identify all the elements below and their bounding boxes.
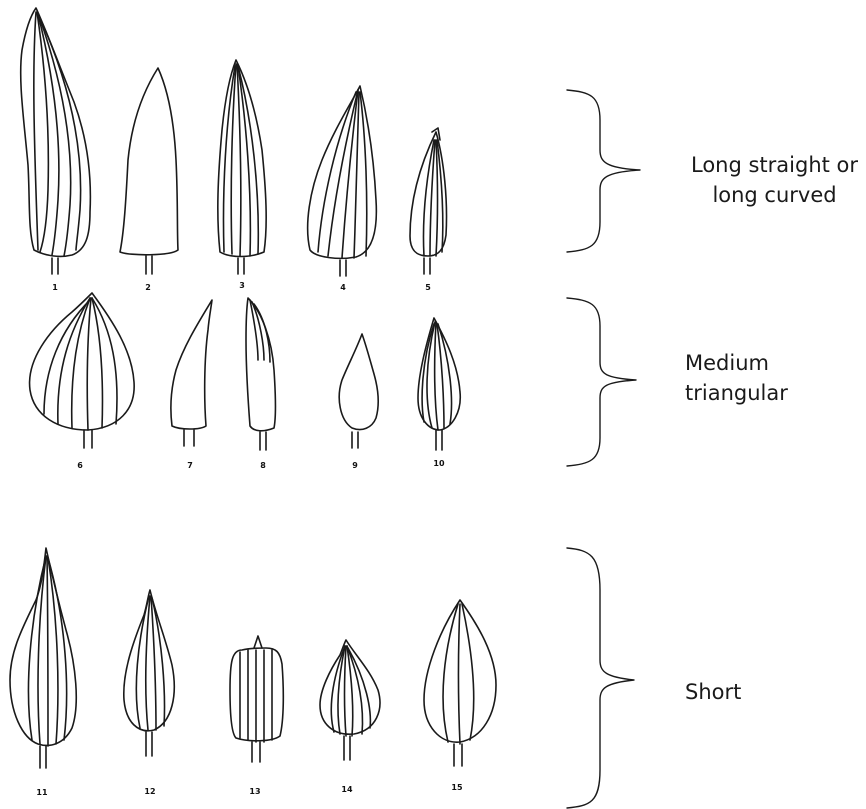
bud-shape-13: [230, 636, 283, 762]
bud-shape-4: [308, 86, 377, 276]
bud-shape-6: [30, 293, 135, 448]
brace-group-3: [567, 548, 634, 808]
figure-number: 13: [249, 787, 260, 796]
brace-group-2: [567, 298, 636, 466]
figure-number: 3: [239, 281, 245, 290]
group-label-short: Short: [685, 677, 741, 707]
group-label-long: Long straight or long curved: [691, 150, 858, 210]
group-label-line: Short: [685, 677, 741, 707]
bud-shape-11: [10, 548, 76, 768]
figure-number: 8: [260, 461, 266, 470]
bud-shape-7: [171, 300, 212, 446]
bud-shape-5: [410, 128, 447, 274]
figure-number: 5: [425, 283, 431, 292]
group-label-line: triangular: [685, 378, 788, 408]
figure-number: 4: [340, 283, 346, 292]
brace-group-1: [567, 90, 640, 252]
figure-number: 14: [341, 785, 353, 794]
bud-shape-1: [21, 8, 91, 274]
bud-shape-14: [320, 640, 380, 760]
figure-number: 9: [352, 461, 358, 470]
figure-number: 7: [187, 461, 193, 470]
bud-shape-10: [418, 318, 460, 450]
figure-number: 1: [52, 283, 58, 292]
figure-number: 12: [144, 787, 155, 796]
figure-number: 11: [36, 788, 48, 797]
bud-shape-15: [424, 600, 496, 766]
bud-shape-8: [246, 298, 276, 450]
bud-shape-2: [120, 68, 178, 274]
group-label-line: Long straight or: [691, 150, 858, 180]
figure-number: 6: [77, 461, 83, 470]
group-label-line: Medium: [685, 348, 788, 378]
bud-shape-9: [339, 334, 378, 448]
bud-shape-3: [218, 60, 266, 274]
figure-number: 15: [451, 783, 463, 792]
bud-shape-12: [124, 590, 174, 756]
group-label-line: long curved: [691, 180, 858, 210]
figure-number: 2: [145, 283, 151, 292]
figure-number: 10: [433, 459, 445, 468]
group-label-medium: Medium triangular: [685, 348, 788, 408]
